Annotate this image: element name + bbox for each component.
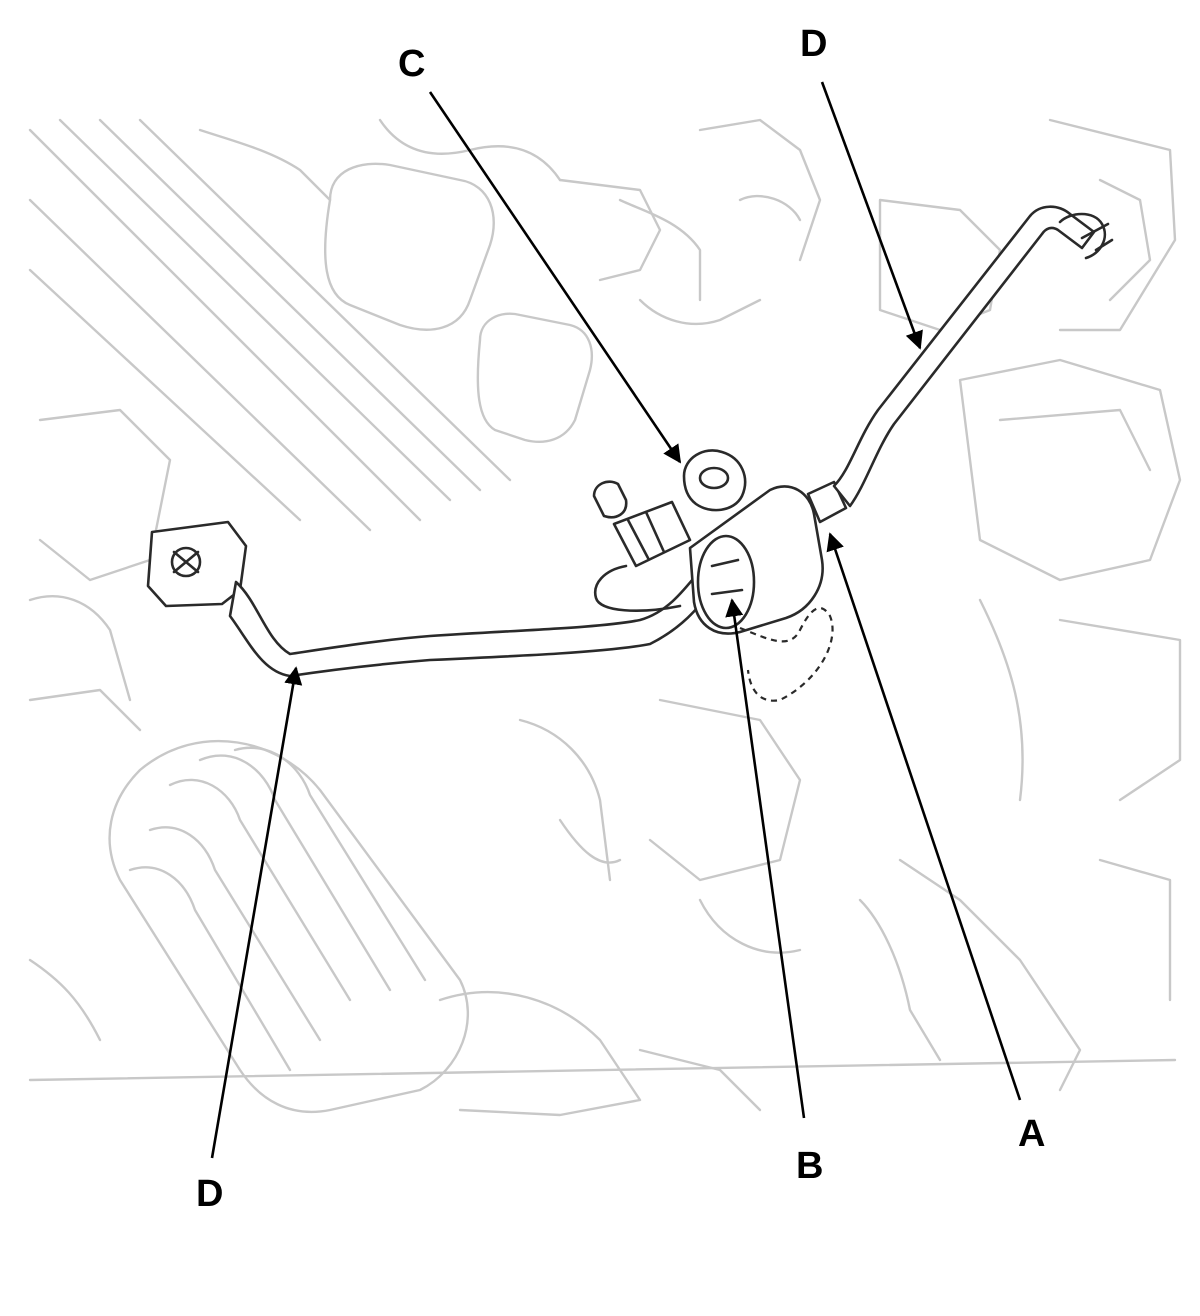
leader-a: [826, 532, 1022, 1101]
lower-pipe: [228, 566, 718, 678]
callout-leaders: [210, 81, 1022, 1159]
regulator-end-cap: [696, 534, 756, 630]
callout-c: C: [398, 43, 425, 85]
leader-c: [428, 91, 682, 464]
loop-hose: [593, 564, 682, 612]
callout-b: B: [796, 1145, 823, 1187]
connector-nut: [612, 500, 692, 568]
highlighted-line-assembly: [146, 205, 1114, 702]
background-engine-linework: [28, 118, 1182, 1117]
leader-d-lower: [210, 666, 303, 1159]
left-nipple: [592, 480, 628, 519]
callout-a: A: [1018, 1113, 1045, 1155]
callout-labels: C D D B A: [196, 23, 1045, 1215]
leader-b: [725, 598, 806, 1119]
callout-d-lower: D: [196, 1173, 223, 1215]
upper-pipe: [832, 205, 1096, 508]
leader-d-upper: [820, 81, 923, 350]
fitting-a: [806, 480, 848, 524]
callout-d-upper: D: [800, 23, 827, 65]
hidden-hose: [739, 607, 834, 702]
